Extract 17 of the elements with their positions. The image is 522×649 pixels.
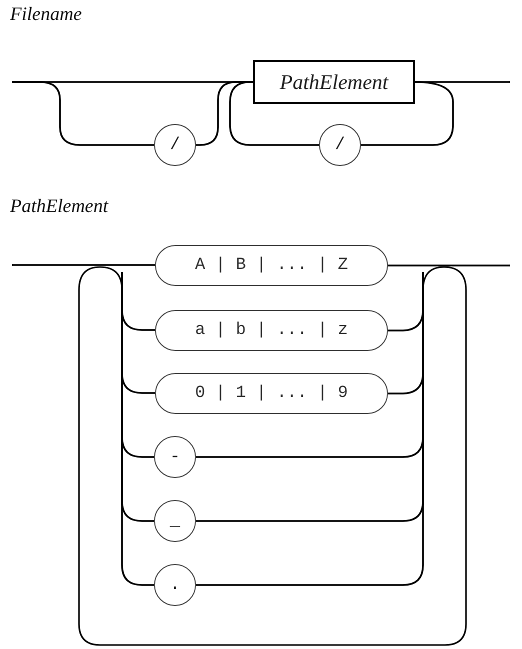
railroad-track: [388, 264, 510, 266]
rule-heading: PathElement: [10, 196, 108, 218]
railroad-track: [12, 264, 155, 266]
terminal-pill: a | b | ... | z: [155, 310, 388, 351]
terminal-pill: A | B | ... | Z: [155, 245, 388, 286]
nonterminal-box: PathElement: [253, 60, 415, 104]
terminal-circle: -: [154, 436, 196, 478]
terminal-circle: /: [154, 124, 196, 166]
terminal-circle: .: [154, 564, 196, 606]
rule-heading: Filename: [10, 4, 82, 26]
terminal-pill: 0 | 1 | ... | 9: [155, 373, 388, 414]
railroad-track: [121, 272, 154, 586]
terminal-circle: _: [154, 500, 196, 542]
terminal-circle: /: [319, 124, 361, 166]
railroad-track: [229, 81, 319, 146]
railroad-track: [196, 272, 424, 586]
railroad-track: [361, 81, 454, 146]
